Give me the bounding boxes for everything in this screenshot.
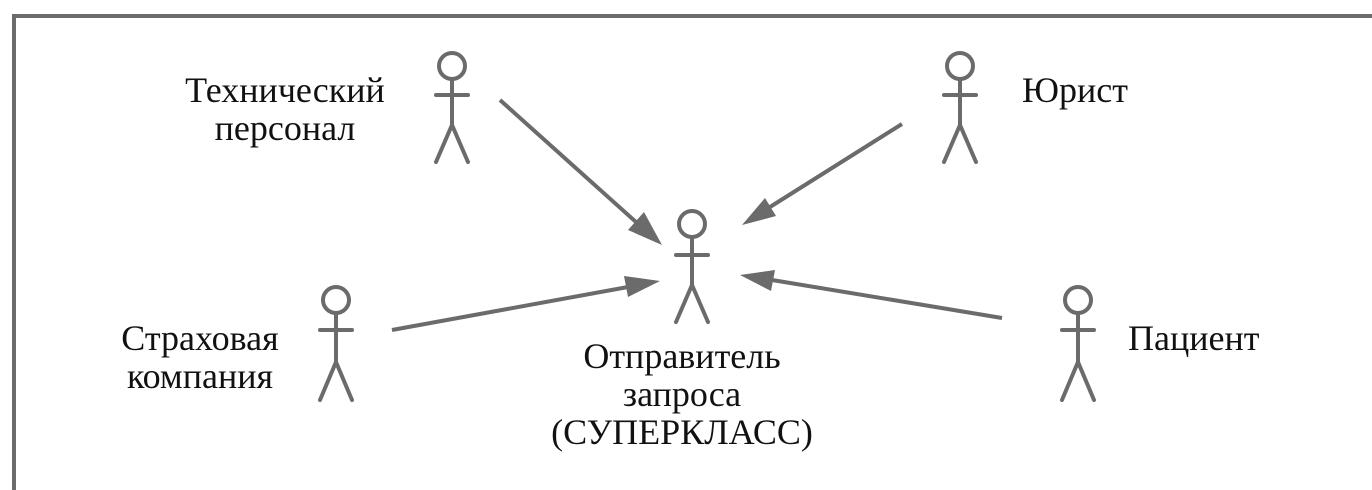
actor-tech: Технический персонал <box>185 51 470 164</box>
generalization-arrow-insurer <box>391 276 660 332</box>
actor-label-line: Страховая <box>121 318 278 358</box>
actor-label-line: компания <box>127 356 273 396</box>
stick-figure-icon <box>942 51 978 164</box>
actor-label-line: Пациент <box>1128 318 1260 358</box>
stick-figure-icon <box>318 285 354 402</box>
diagram-frame <box>12 14 1372 490</box>
generalization-arrow-tech <box>498 98 662 245</box>
generalization-arrow-lawyer <box>742 122 904 225</box>
actor-superclass-sender: Отправитель запроса (СУПЕРКЛАСС) <box>551 209 813 452</box>
generalization-arrows <box>391 98 1003 332</box>
superclass-label-line: запроса <box>623 374 741 414</box>
stick-figure-icon <box>434 51 470 164</box>
actor-lawyer: Юрист <box>942 51 1128 164</box>
stick-figure-icon <box>1060 285 1096 402</box>
actor-label-line: Юрист <box>1022 70 1128 110</box>
superclass-label-line: (СУПЕРКЛАСС) <box>551 412 813 452</box>
superclass-label-line: Отправитель <box>583 336 780 376</box>
stick-figure-icon <box>674 209 710 324</box>
actor-label-line: Технический <box>185 70 385 110</box>
actor-insurer: Страховая компания <box>121 285 354 402</box>
actor-label-line: персонал <box>215 108 356 148</box>
generalization-arrow-patient <box>740 270 1003 320</box>
actor-patient: Пациент <box>1060 285 1260 402</box>
